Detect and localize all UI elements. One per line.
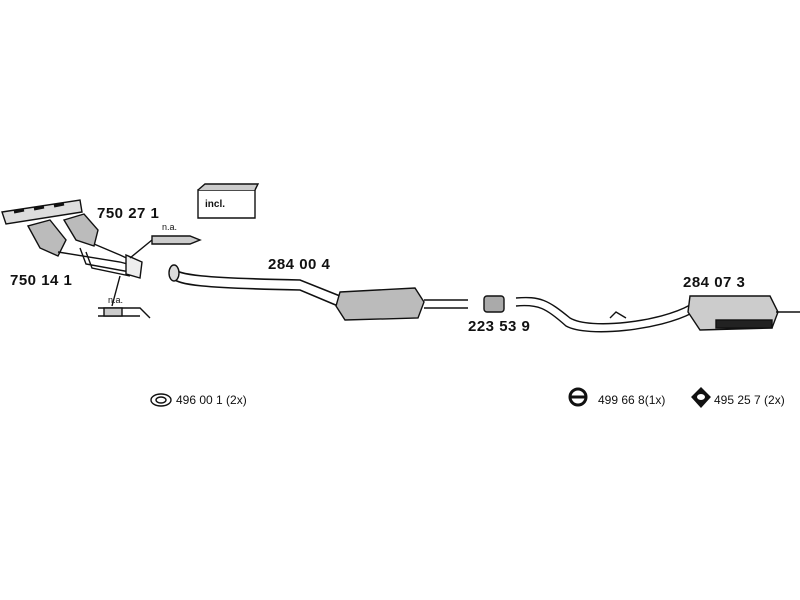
- rubber-mount-icon: [691, 387, 711, 409]
- gasket-ring-icon: [150, 393, 172, 407]
- na-label-upper: n.a.: [162, 222, 178, 232]
- manifold-drawing: [1, 199, 143, 279]
- part-number-manifold: 750 27 1: [97, 205, 160, 222]
- rubber-ring-icon: [568, 387, 588, 407]
- part-number-clamp: 223 53 9: [468, 318, 531, 335]
- oxygen-sensor-lower: [98, 275, 151, 319]
- incl-label: incl.: [205, 199, 226, 210]
- part-number-front-pipe: 750 14 1: [10, 272, 73, 289]
- legend-rubber-ring: 499 66 8(1x): [598, 393, 666, 407]
- part-number-center-catalyst: 284 00 4: [268, 256, 331, 273]
- incl-kit-box: [197, 183, 260, 219]
- part-number-rear-muffler: 284 07 3: [683, 274, 746, 291]
- center-catalyst-drawing: [168, 264, 468, 321]
- oxygen-sensor-upper: [129, 235, 202, 259]
- rear-muffler-drawing: [515, 295, 800, 333]
- na-label-lower: n.a.: [108, 295, 124, 305]
- clamp-drawing: [483, 295, 505, 313]
- legend-gasket: 496 00 1 (2x): [176, 393, 247, 407]
- legend-rubber-mount: 495 25 7 (2x): [714, 393, 785, 407]
